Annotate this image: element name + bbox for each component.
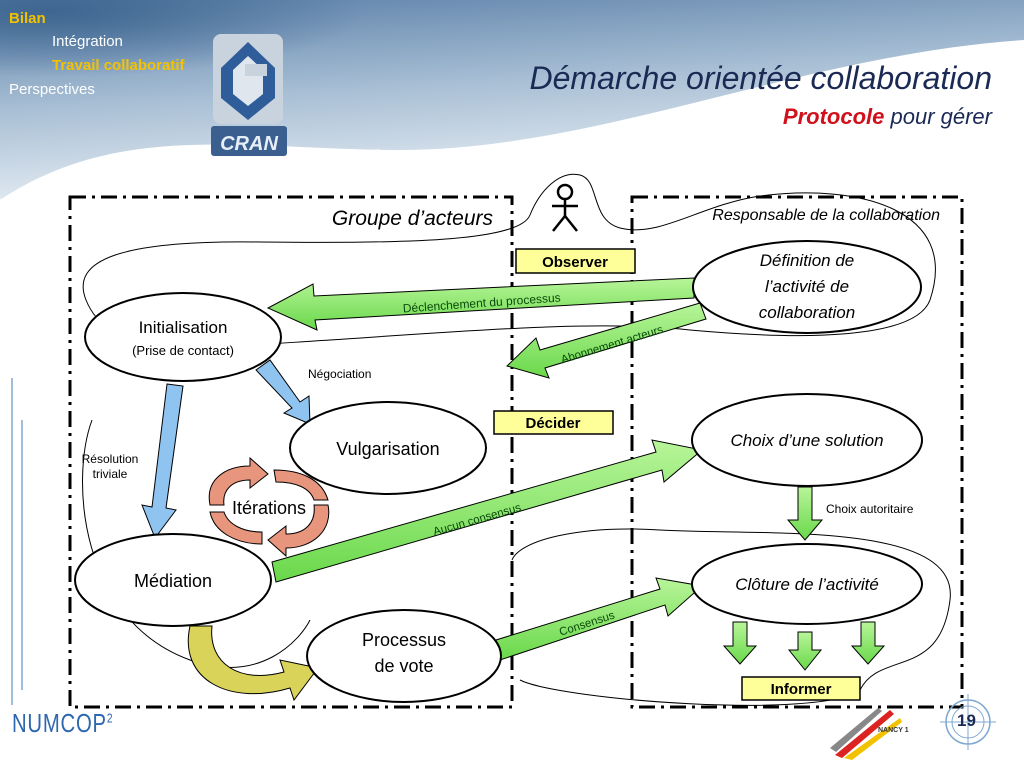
- arrow-resolution: [141, 383, 184, 540]
- node-initialisation: Initialisation (Prise de contact): [84, 292, 282, 382]
- page-number-badge: [940, 694, 996, 750]
- box-decider: Décider: [493, 410, 614, 435]
- box-informer: Informer: [741, 676, 861, 701]
- box-decider-label: Décider: [525, 415, 580, 432]
- node-definition: Définition de l’activité de collaboratio…: [692, 240, 922, 334]
- numcop-logo-text: NUMCOP: [12, 708, 107, 738]
- node-definition-line3: collaboration: [759, 303, 855, 322]
- node-mediation: Médiation: [74, 533, 272, 627]
- numcop-logo-sup: 2: [106, 710, 114, 726]
- box-informer-label: Informer: [771, 681, 832, 698]
- numcop-logo: NUMCOP2: [12, 708, 113, 739]
- node-choix-label: Choix d’une solution: [730, 431, 883, 450]
- subtitle-rest: pour gérer: [884, 104, 992, 129]
- iterations-label: Itérations: [232, 498, 306, 518]
- node-processus-vote: Processus de vote: [306, 609, 502, 703]
- arrows-informer: [722, 621, 886, 671]
- page-subtitle: Protocole pour gérer: [783, 104, 992, 130]
- arrow-declenchement: [266, 277, 695, 331]
- arrow-negociation: [255, 359, 311, 425]
- iterations-arrows: [208, 456, 330, 558]
- group-actors-label: Groupe d’acteurs: [332, 207, 494, 230]
- node-definition-line2: l’activité de: [765, 277, 849, 296]
- box-observer: Observer: [515, 248, 636, 274]
- node-mediation-label: Médiation: [134, 571, 212, 591]
- node-processus-line2: de vote: [374, 656, 433, 676]
- node-choix: Choix d’une solution: [691, 393, 923, 487]
- node-definition-line1: Définition de: [760, 251, 855, 270]
- node-initialisation-sub: (Prise de contact): [132, 343, 234, 358]
- arrow-vote: [187, 625, 319, 702]
- box-observer-label: Observer: [542, 254, 608, 271]
- actor-icon: [552, 183, 578, 232]
- node-vulgarisation: Vulgarisation: [289, 401, 487, 495]
- nav-item-bilan[interactable]: Bilan: [9, 10, 46, 27]
- nav-item-travail-collaboratif[interactable]: Travail collaboratif: [52, 57, 185, 74]
- node-vulgarisation-label: Vulgarisation: [336, 439, 439, 459]
- nancy-logo-text: NANCY 1: [878, 727, 909, 734]
- node-initialisation-title: Initialisation: [139, 318, 228, 337]
- node-cloture-label: Clôture de l’activité: [735, 575, 879, 594]
- side-decoration: [11, 378, 23, 705]
- scope-outlines: [82, 173, 951, 706]
- arrow-aucun-consensus: [271, 439, 704, 583]
- responsible-frame: [630, 195, 964, 709]
- node-processus-line1: Processus: [362, 630, 446, 650]
- arrow-choix-autoritaire: [786, 486, 824, 541]
- arrow-consensus: [495, 577, 704, 661]
- page-number: 19: [957, 711, 976, 730]
- label-choix-autoritaire: Choix autoritaire: [826, 502, 914, 516]
- arrow-abonnement: [506, 302, 707, 379]
- nav-item-perspectives[interactable]: Perspectives: [9, 81, 95, 98]
- page-title: Démarche orientée collaboration: [529, 60, 992, 96]
- label-resolution-2: triviale: [93, 467, 128, 481]
- label-resolution-1: Résolution: [82, 452, 139, 466]
- node-cloture: Clôture de l’activité: [691, 543, 923, 625]
- cran-logo-text: CRAN: [220, 133, 278, 155]
- responsible-label: Responsable de la collaboration: [712, 207, 940, 224]
- nav-item-integration[interactable]: Intégration: [52, 33, 123, 50]
- subtitle-highlight: Protocole: [782, 104, 885, 129]
- label-negociation: Négociation: [308, 367, 371, 381]
- nancy-logo: NANCY 1: [830, 708, 909, 760]
- group-actors-frame: [68, 195, 514, 709]
- cran-logo: CRAN: [211, 34, 287, 156]
